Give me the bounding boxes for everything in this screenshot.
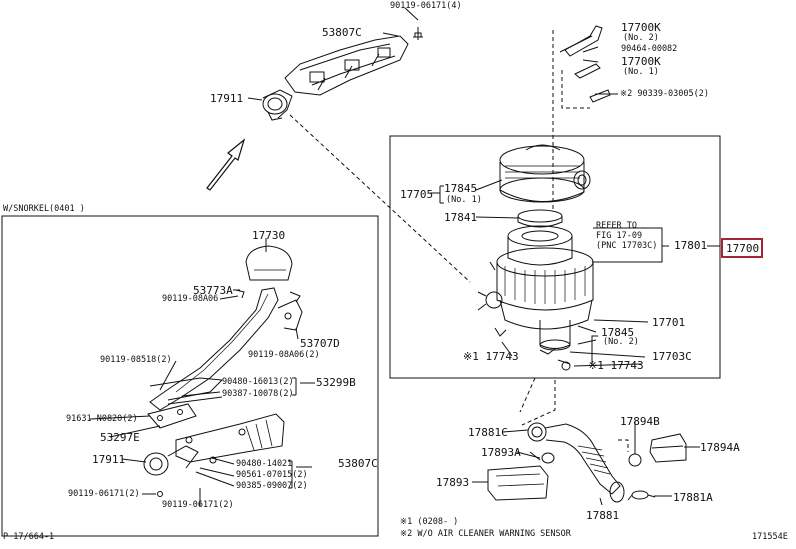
label-90119-08a06-2: 90119-08A06(2) xyxy=(248,350,320,360)
direction-arrow xyxy=(206,138,246,191)
label-90339-03005: ※2 90339-03005(2) xyxy=(620,89,710,99)
snorkel-frame xyxy=(1,215,379,537)
drawing-code: 171554E xyxy=(752,532,788,542)
label-90119-06171-2a: 90119-06171(2) xyxy=(68,489,140,499)
air-cleaner-frame xyxy=(389,135,721,379)
label-53707d: 53707D xyxy=(300,337,340,350)
clamp-17881a-drawing xyxy=(627,490,656,501)
filter-element-drawing xyxy=(507,225,573,266)
label-90119-08518: 90119-08518(2) xyxy=(100,355,172,365)
label-17893a: 17893A xyxy=(481,446,521,459)
label-17881: 17881 xyxy=(586,509,620,522)
label-pnc: (PNC 17703C) xyxy=(596,241,658,251)
duct-17894-drawing xyxy=(628,433,687,467)
label-no1-a: (No. 1) xyxy=(623,67,659,77)
label-17911-top: 17911 xyxy=(210,92,244,105)
label-snorkel: W/SNORKEL(0401 ) xyxy=(3,204,85,214)
label-90480-16013: 90480-16013(2) xyxy=(222,377,294,387)
label-17841: 17841 xyxy=(444,211,478,224)
resonator-17893-drawing xyxy=(487,451,555,501)
elbow-17911-drawing xyxy=(262,89,293,121)
label-fig: FIG 17-09 xyxy=(596,231,643,241)
snorkel-bracket-drawing xyxy=(235,289,303,331)
label-90119-06171-2b: 90119-06171(2) xyxy=(162,500,234,510)
label-53297e: 53297E xyxy=(100,431,140,444)
label-17743-b: ※1 17743 xyxy=(588,359,644,372)
label-90480-14021: 90480-14021 xyxy=(236,459,293,469)
label-53773a: 53773A xyxy=(193,284,233,297)
label-no1-b: (No. 1) xyxy=(446,195,482,205)
label-17894b: 17894B xyxy=(620,415,660,428)
label-17911-b: 17911 xyxy=(92,453,126,466)
cleaner-lid-drawing xyxy=(499,144,591,203)
part-highlight-box xyxy=(721,238,763,258)
label-no2-a: (No. 2) xyxy=(623,33,659,43)
label-90464-00082: 90464-00082 xyxy=(621,44,678,54)
intake-hose-drawing xyxy=(527,422,625,503)
label-17743-a: ※1 17743 xyxy=(463,350,519,363)
snorkel-head-drawing xyxy=(245,245,293,281)
label-90119-06171-4: 90119-06171(4) xyxy=(390,1,462,11)
label-90119-08a06: 90119-08A06 xyxy=(162,294,219,304)
label-90387-10078: 90387-10078(2) xyxy=(222,389,294,399)
gasket-17841-drawing xyxy=(517,209,563,228)
label-53807c: 53807C xyxy=(322,26,362,39)
label-91631-n0820: 91631-N0820(2) xyxy=(66,414,138,424)
page-reference: P 17/664-1 xyxy=(3,532,55,542)
duct-53807c-drawing xyxy=(284,35,409,96)
label-53807c-b: 53807C xyxy=(338,457,378,470)
label-17705: 17705 xyxy=(400,188,434,201)
snorkel-plate-drawing xyxy=(147,403,197,429)
label-17801: 17801 xyxy=(674,239,708,252)
label-90561-07015: 90561-07015(2) xyxy=(236,470,308,480)
label-refer-to: REFER TO xyxy=(596,221,637,231)
label-no2-b: (No. 2) xyxy=(603,337,639,347)
label-17893: 17893 xyxy=(436,476,470,489)
label-17700k-no1: 17700K xyxy=(621,55,661,68)
label-17700-highlighted[interactable]: 17700 xyxy=(726,242,760,255)
label-17730: 17730 xyxy=(252,229,286,242)
label-17701: 17701 xyxy=(652,316,686,329)
clip-drawings xyxy=(494,327,571,371)
label-17881c: 17881C xyxy=(468,426,508,439)
label-17703c: 17703C xyxy=(652,350,692,363)
label-17845-no2: 17845 xyxy=(601,326,635,339)
snorkel-lower-duct-drawing xyxy=(143,413,285,476)
cleaner-case-drawing xyxy=(477,247,594,351)
bolt-top-drawing xyxy=(413,27,423,40)
label-90385-09007: 90385-09007(2) xyxy=(236,481,308,491)
label-17700k-no2: 17700K xyxy=(621,21,661,34)
footnote-1: ※1 (0208- ) xyxy=(400,517,459,527)
hose-17700k-drawing xyxy=(564,25,611,103)
label-17845-no1: 17845 xyxy=(444,182,478,195)
footnote-2: ※2 W/O AIR CLEANER WARNING SENSOR xyxy=(400,529,571,539)
label-17894a: 17894A xyxy=(700,441,740,454)
label-17881a: 17881A xyxy=(673,491,713,504)
label-53299b: 53299B xyxy=(316,376,356,389)
